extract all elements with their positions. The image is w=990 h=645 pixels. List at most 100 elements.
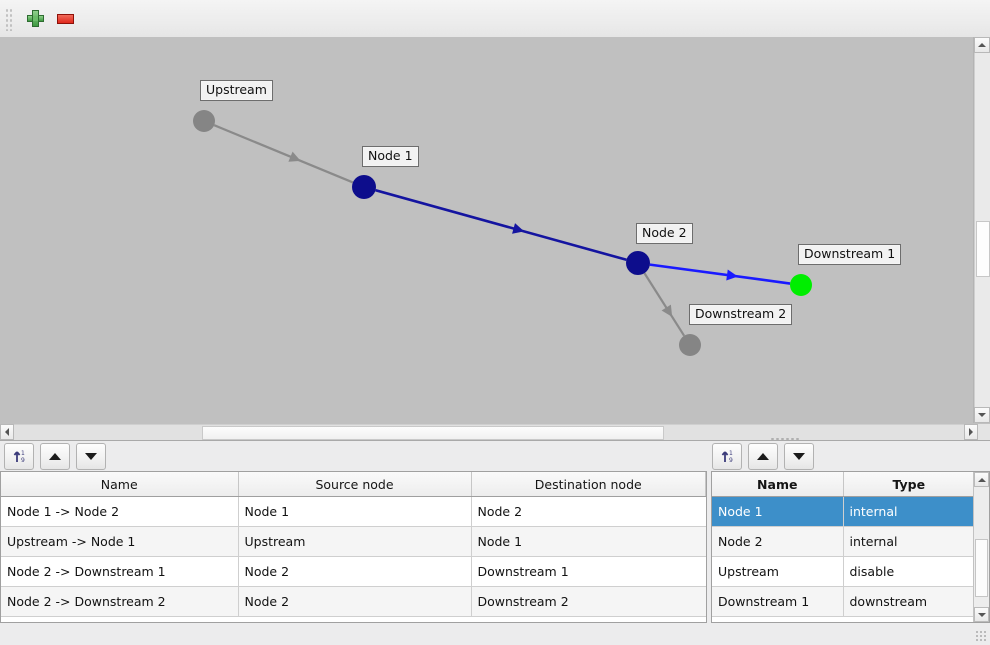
canvas-vscroll-thumb[interactable] <box>976 221 990 277</box>
graph-node-downstream1[interactable] <box>790 274 812 296</box>
edges-table-column-header[interactable]: Source node <box>238 472 472 497</box>
node-label-node1[interactable]: Node 1 <box>362 146 419 167</box>
nodes-table-cell[interactable]: downstream <box>843 586 975 617</box>
nodes-scroll-thumb[interactable] <box>975 539 988 597</box>
edges-table-cell[interactable]: Node 2 <box>238 586 472 617</box>
graph-node-node2[interactable] <box>626 251 650 275</box>
nodes-table-cell[interactable]: internal <box>843 496 975 527</box>
edge-arrowhead <box>512 223 525 234</box>
nodes-table-cell[interactable]: Upstream <box>712 556 844 587</box>
graph-edge[interactable] <box>649 263 791 285</box>
svg-text:1: 1 <box>21 450 25 457</box>
scroll-left-button[interactable] <box>0 424 14 440</box>
svg-text:9: 9 <box>729 457 733 464</box>
edge-arrowhead <box>288 151 301 162</box>
graph-edge[interactable] <box>643 272 686 337</box>
left-move-down-button[interactable] <box>76 442 106 470</box>
node-label-node2[interactable]: Node 2 <box>636 223 693 244</box>
nodes-table-cell[interactable]: disable <box>843 556 975 587</box>
resize-grip[interactable] <box>975 630 987 642</box>
right-move-up-button[interactable] <box>748 442 778 470</box>
right-move-down-button[interactable] <box>784 442 814 470</box>
edges-table-cell[interactable]: Node 2 -> Downstream 2 <box>1 586 239 617</box>
graph-edge[interactable] <box>375 188 627 262</box>
chevron-down-icon <box>977 612 986 617</box>
add-button[interactable] <box>20 4 50 34</box>
edges-table-cell[interactable]: Node 1 <box>238 496 472 527</box>
chevron-down-icon <box>978 413 986 417</box>
graph-node-upstream[interactable] <box>193 110 215 132</box>
node-label-upstream[interactable]: Upstream <box>200 80 273 101</box>
left-move-up-button[interactable] <box>40 442 70 470</box>
nodes-scroll-track[interactable] <box>974 487 989 607</box>
edges-table-cell[interactable]: Upstream <box>238 526 472 557</box>
nodes-table-column-header[interactable]: Name <box>712 472 844 497</box>
edges-table-cell[interactable]: Downstream 2 <box>471 586 706 617</box>
triangle-down-icon <box>793 452 805 460</box>
edges-table-column-header[interactable]: Name <box>1 472 239 497</box>
node-layer <box>193 110 812 356</box>
edges-table-cell[interactable]: Upstream -> Node 1 <box>1 526 239 557</box>
nodes-table-cell[interactable]: Downstream 1 <box>712 586 844 617</box>
svg-text:9: 9 <box>21 457 25 464</box>
canvas-horizontal-scrollbar[interactable] <box>0 424 990 440</box>
drag-grip[interactable] <box>4 6 14 31</box>
triangle-up-icon <box>49 452 61 460</box>
sort-icon: 1 9 <box>721 450 733 464</box>
triangle-up-icon <box>757 452 769 460</box>
node-label-downstream2[interactable]: Downstream 2 <box>689 304 793 325</box>
graph-node-downstream2[interactable] <box>679 334 701 356</box>
canvas-vscroll-track[interactable] <box>974 53 990 407</box>
nodes-scroll-down-button[interactable] <box>974 607 989 622</box>
nodes-table-column-header[interactable]: Type <box>843 472 975 497</box>
chevron-up-icon <box>977 477 986 482</box>
remove-button[interactable] <box>50 4 80 34</box>
edges-table-cell[interactable]: Node 2 <box>471 496 706 527</box>
nodes-table-cell[interactable]: internal <box>843 526 975 557</box>
scroll-right-button[interactable] <box>964 424 978 440</box>
canvas-vertical-scrollbar[interactable] <box>973 37 990 423</box>
nodes-table-cell[interactable]: Node 1 <box>712 496 844 527</box>
edges-table-cell[interactable]: Node 2 <box>238 556 472 587</box>
edges-table-column-header[interactable]: Destination node <box>471 472 706 497</box>
scroll-down-button[interactable] <box>974 407 990 423</box>
graph-edge[interactable] <box>213 124 354 184</box>
edges-table-cell[interactable]: Downstream 1 <box>471 556 706 587</box>
splitter-grip[interactable] <box>770 437 800 441</box>
minus-icon <box>56 13 74 24</box>
edges-table-cell[interactable]: Node 1 <box>471 526 706 557</box>
triangle-down-icon <box>85 452 97 460</box>
node-label-downstream1[interactable]: Downstream 1 <box>798 244 902 265</box>
edges-table-cell[interactable]: Node 2 -> Downstream 1 <box>1 556 239 587</box>
sort-icon: 1 9 <box>13 450 25 464</box>
left-panel-toolbar: 1 9 <box>4 442 106 470</box>
canvas-hscroll-track[interactable] <box>14 424 964 440</box>
edge-arrowhead <box>726 269 738 281</box>
plus-icon <box>26 10 44 27</box>
edges-table-cell[interactable]: Node 1 -> Node 2 <box>1 496 239 527</box>
left-sort-button[interactable]: 1 9 <box>4 442 34 470</box>
graph-node-node1[interactable] <box>352 175 376 199</box>
canvas-hscroll-thumb[interactable] <box>202 426 664 440</box>
nodes-scroll-up-button[interactable] <box>974 472 989 487</box>
graph-svg <box>193 110 812 356</box>
nodes-table-scrollbar[interactable] <box>973 472 989 622</box>
scroll-up-button[interactable] <box>974 37 990 53</box>
right-sort-button[interactable]: 1 9 <box>712 442 742 470</box>
nodes-table-cell[interactable]: Node 2 <box>712 526 844 557</box>
